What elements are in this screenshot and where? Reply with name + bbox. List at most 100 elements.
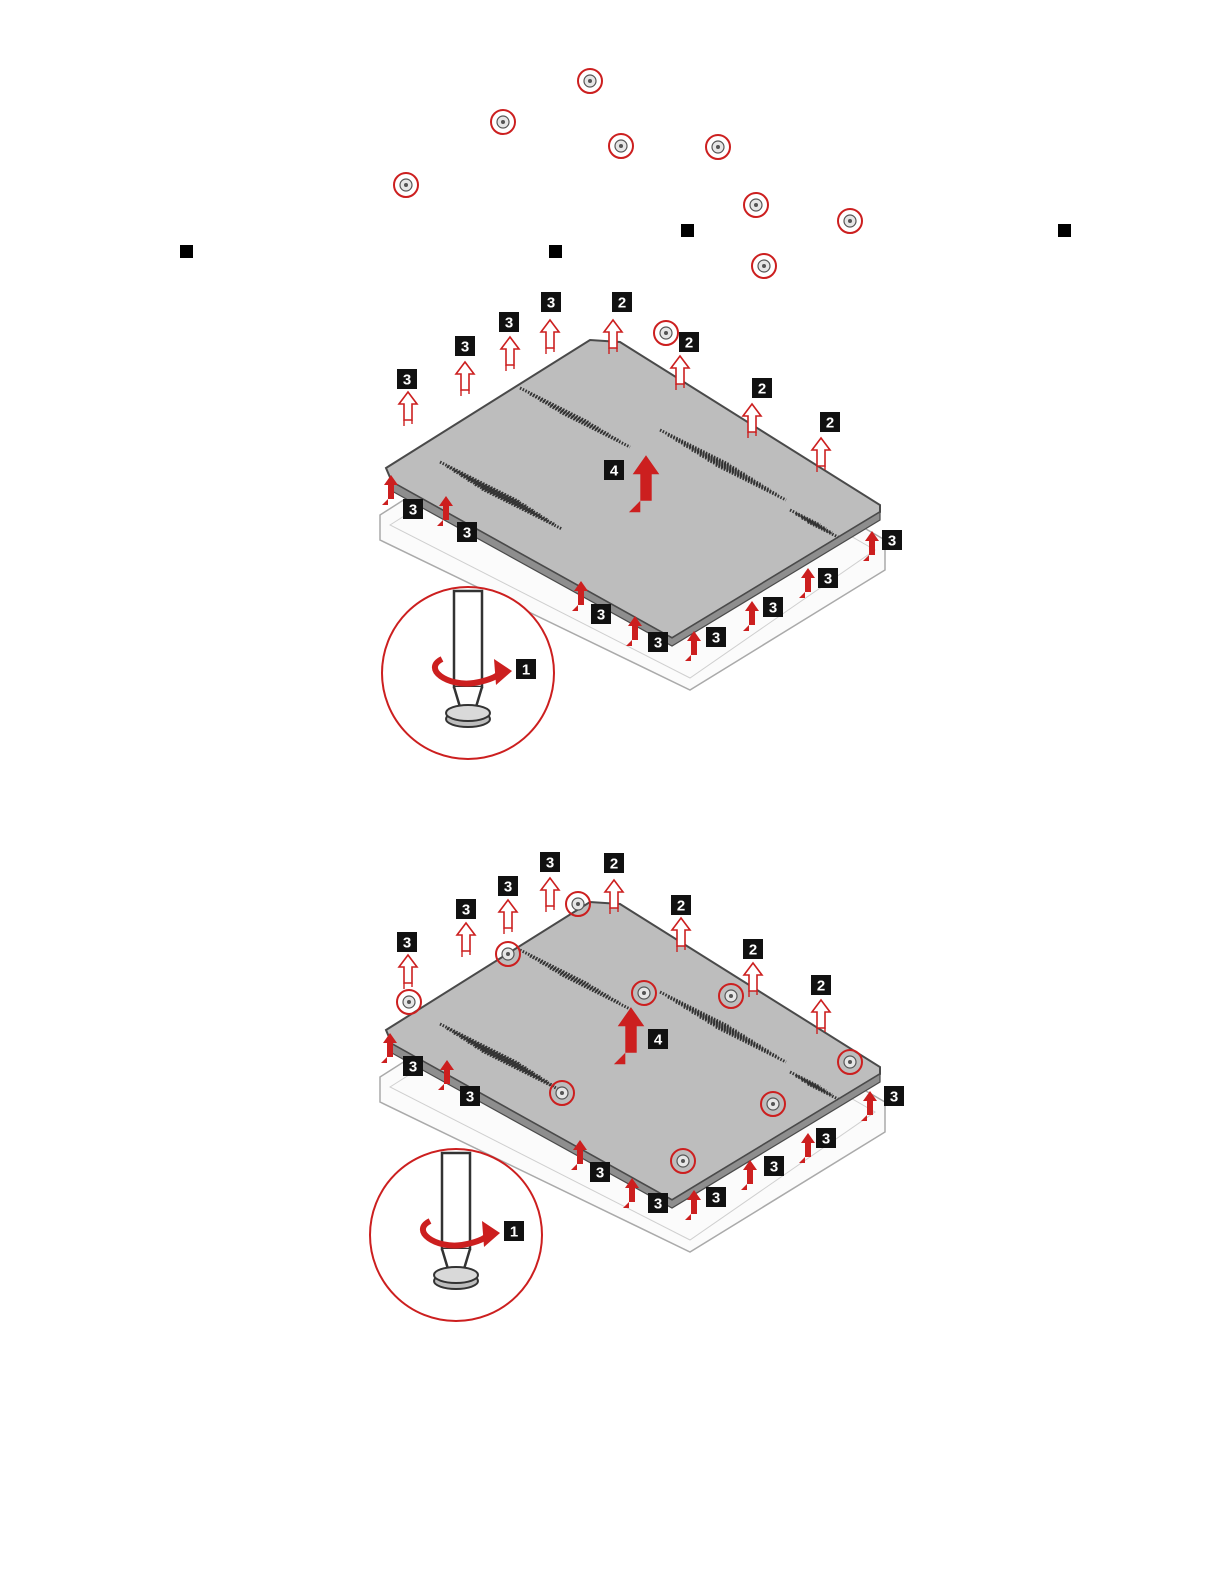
callout-3: 3 <box>403 499 423 519</box>
svg-text:3: 3 <box>770 1159 778 1176</box>
svg-text:3: 3 <box>712 1190 720 1207</box>
svg-text:3: 3 <box>409 502 417 519</box>
pry-lift-arrow <box>382 475 398 505</box>
svg-text:2: 2 <box>749 942 757 959</box>
svg-text:3: 3 <box>463 525 471 542</box>
captive-screw <box>705 134 731 160</box>
pry-lift-arrow <box>799 568 815 598</box>
captive-screw <box>393 172 419 198</box>
pry-arrow <box>497 898 519 934</box>
release-arrow <box>810 436 832 472</box>
captive-screw <box>760 1091 786 1117</box>
captive-screw <box>549 1080 575 1106</box>
callout-2: 2 <box>671 895 691 915</box>
callout-2: 2 <box>604 853 624 873</box>
callout-3: 3 <box>498 876 518 896</box>
release-arrow <box>741 402 763 438</box>
svg-text:3: 3 <box>461 339 469 356</box>
callout-3: 3 <box>591 604 611 624</box>
screwdriver-shaft <box>440 1151 472 1251</box>
release-arrow <box>603 878 625 914</box>
captive-screw <box>608 133 634 159</box>
svg-text:2: 2 <box>826 415 834 432</box>
svg-text:3: 3 <box>654 1196 662 1213</box>
screwdriver-shaft <box>452 589 484 689</box>
callout-3: 3 <box>884 1086 904 1106</box>
svg-text:3: 3 <box>462 902 470 919</box>
captive-screw <box>837 208 863 234</box>
callout-3: 3 <box>882 530 902 550</box>
pry-lift-arrow <box>741 1160 757 1190</box>
svg-text:3: 3 <box>547 295 555 312</box>
callout-3: 3 <box>540 852 560 872</box>
captive-screw <box>837 1049 863 1075</box>
pry-lift-arrow <box>799 1133 815 1163</box>
callout-3: 3 <box>706 627 726 647</box>
captive-screw <box>743 192 769 218</box>
pry-lift-arrow <box>572 581 588 611</box>
pry-lift-arrow <box>861 1091 877 1121</box>
pry-lift-arrow <box>685 631 701 661</box>
instruction-marker-4 <box>549 245 562 258</box>
pry-lift-arrow <box>623 1178 639 1208</box>
callout-3: 3 <box>457 522 477 542</box>
captive-screw <box>396 989 422 1015</box>
captive-screw <box>631 980 657 1006</box>
captive-screw <box>495 941 521 967</box>
instruction-marker-1 <box>681 224 694 237</box>
callout-1: 1 <box>516 659 536 679</box>
release-arrow <box>669 354 691 390</box>
callout-2: 2 <box>752 378 772 398</box>
captive-screw <box>577 68 603 94</box>
callout-3: 3 <box>455 336 475 356</box>
svg-text:3: 3 <box>403 372 411 389</box>
pry-lift-arrow <box>438 1060 454 1090</box>
callout-3: 3 <box>456 899 476 919</box>
callout-3: 3 <box>499 312 519 332</box>
svg-text:2: 2 <box>685 335 693 352</box>
svg-text:3: 3 <box>712 630 720 647</box>
svg-text:4: 4 <box>654 1032 663 1049</box>
svg-text:3: 3 <box>824 571 832 588</box>
callout-2: 2 <box>743 939 763 959</box>
captive-screw <box>653 320 679 346</box>
svg-text:1: 1 <box>510 1224 518 1241</box>
pry-arrow <box>499 335 521 371</box>
callout-3: 3 <box>816 1128 836 1148</box>
svg-text:3: 3 <box>409 1059 417 1076</box>
screwdriver-detail: 1 <box>369 1148 543 1322</box>
svg-text:2: 2 <box>817 978 825 995</box>
pry-lift-arrow <box>381 1033 397 1063</box>
figure-top: 4 2 2 2 2 3 3 3 3 3 3 3 3 3 3 3 3 1 <box>379 68 902 760</box>
svg-text:3: 3 <box>890 1089 898 1106</box>
svg-text:1: 1 <box>522 662 530 679</box>
svg-text:3: 3 <box>596 1165 604 1182</box>
release-arrow <box>810 998 832 1034</box>
captive-screw <box>718 983 744 1009</box>
svg-text:3: 3 <box>654 635 662 652</box>
screwdriver-detail: 1 <box>381 586 555 760</box>
callout-3: 3 <box>397 369 417 389</box>
pry-arrow <box>397 390 419 426</box>
callout-2: 2 <box>811 975 831 995</box>
pry-lift-arrow <box>626 616 642 646</box>
callout-2: 2 <box>679 332 699 352</box>
svg-text:3: 3 <box>769 600 777 617</box>
svg-text:3: 3 <box>597 607 605 624</box>
captive-screw <box>565 891 591 917</box>
callout-3: 3 <box>590 1162 610 1182</box>
svg-text:3: 3 <box>505 315 513 332</box>
callout-3: 3 <box>763 597 783 617</box>
callout-3: 3 <box>648 1193 668 1213</box>
callout-3: 3 <box>460 1086 480 1106</box>
callout-2: 2 <box>612 292 632 312</box>
svg-text:3: 3 <box>504 879 512 896</box>
svg-text:3: 3 <box>466 1089 474 1106</box>
callout-3: 3 <box>818 568 838 588</box>
callout-3: 3 <box>764 1156 784 1176</box>
svg-text:4: 4 <box>610 463 619 480</box>
pry-arrow <box>454 360 476 396</box>
svg-text:2: 2 <box>677 898 685 915</box>
